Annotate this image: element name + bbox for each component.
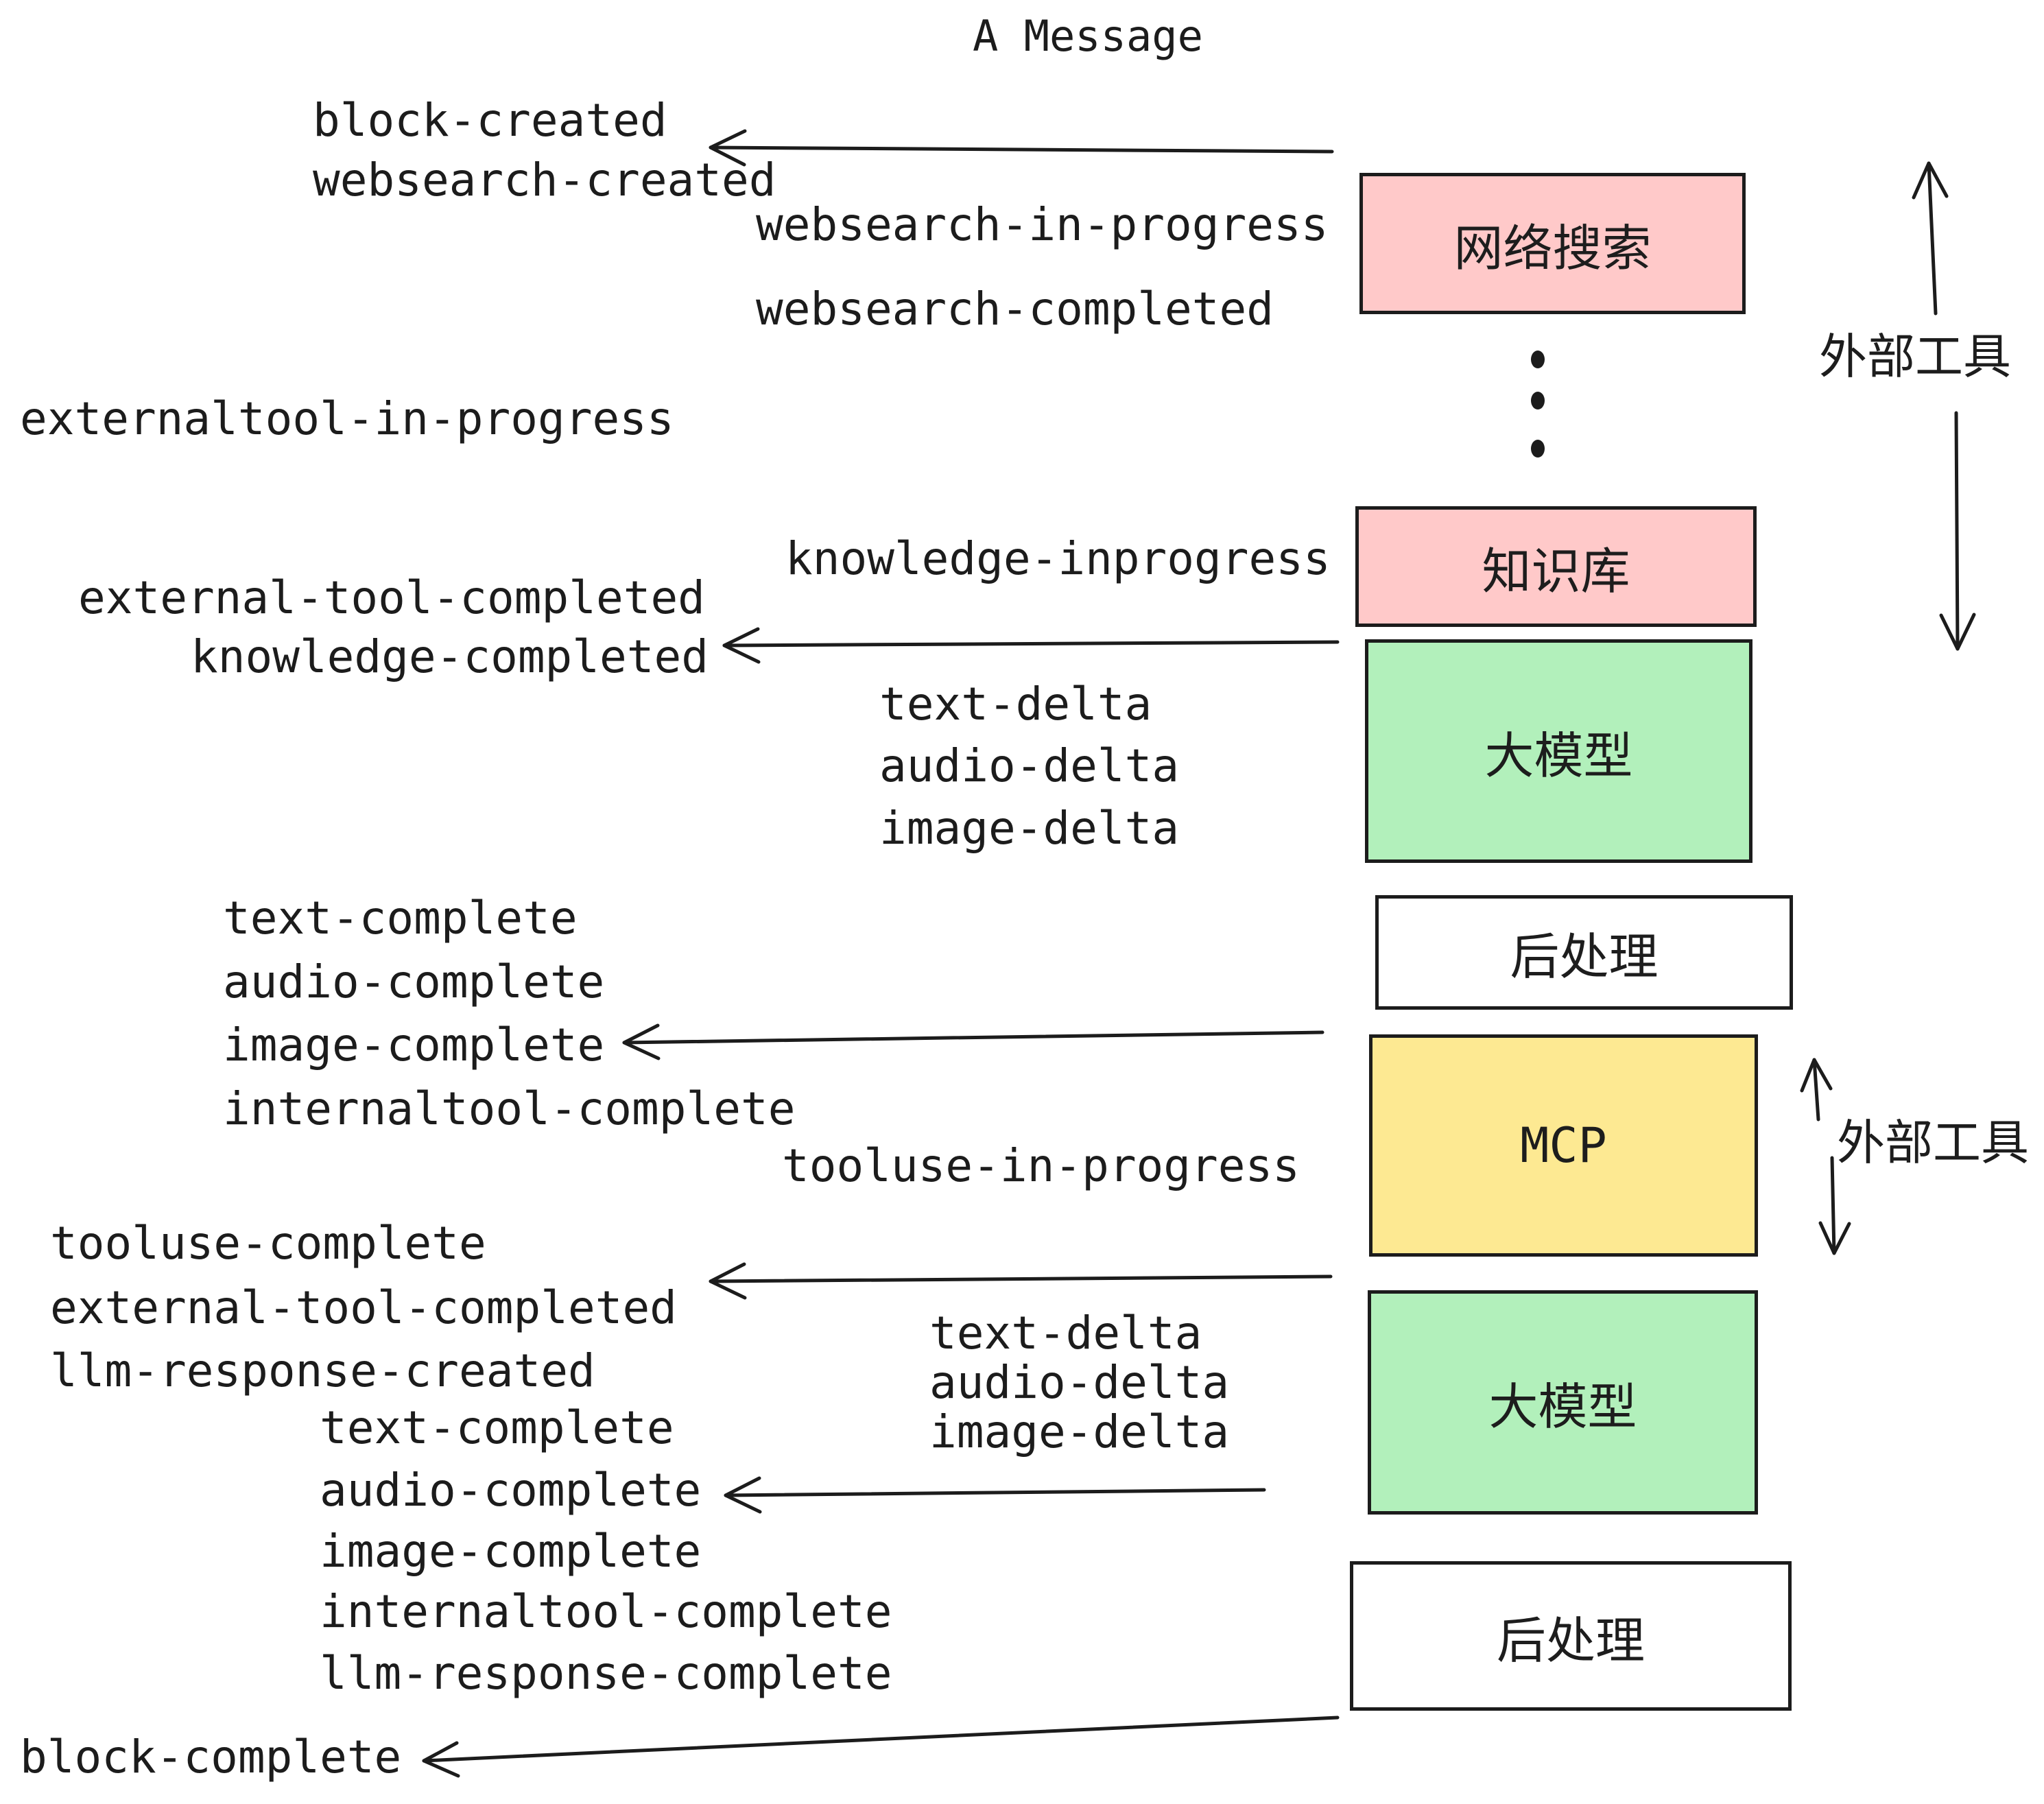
event-text-delta-1: text-delta <box>879 678 1152 731</box>
event-block-created: block-created <box>313 94 667 147</box>
event-text-complete-1: text-complete <box>223 892 578 945</box>
arrow-mcp-to-tooluse-complete <box>709 1262 1333 1300</box>
ellipsis-dots <box>1531 351 1545 458</box>
box-post-processing-2: 后处理 <box>1350 1561 1792 1711</box>
event-audio-complete-1: audio-complete <box>223 956 605 1008</box>
external-tools-label-top: 外部工具 <box>1819 330 2011 383</box>
arrow-post2-to-block-complete <box>422 1716 1340 1778</box>
external-tools-down-arrow-top <box>1939 411 1976 651</box>
event-image-complete-1: image-complete <box>223 1019 605 1071</box>
event-llm-response-created: llm-response-created <box>50 1344 595 1397</box>
box-llm-1-label: 大模型 <box>1484 728 1633 784</box>
box-mcp: MCP <box>1369 1034 1758 1257</box>
arrow-knowledge-to-completed <box>722 627 1340 664</box>
external-tools-label-mcp: 外部工具 <box>1837 1116 2029 1170</box>
box-post-processing-1-label: 后处理 <box>1510 930 1659 985</box>
box-llm-2: 大模型 <box>1368 1290 1758 1515</box>
event-internaltool-complete-2: internaltool-complete <box>320 1585 892 1638</box>
event-image-complete-2: image-complete <box>320 1525 702 1578</box>
event-external-tool-completed: external-tool-completed <box>78 571 705 624</box>
event-llm-response-complete: llm-response-complete <box>320 1647 892 1700</box>
arrow-websearch-to-block-created <box>709 129 1334 167</box>
event-text-complete-2: text-complete <box>320 1401 674 1454</box>
box-mcp-label: MCP <box>1520 1117 1607 1174</box>
external-tools-down-arrow-mcp <box>1818 1156 1851 1255</box>
box-knowledge-base: 知识库 <box>1355 506 1757 627</box>
event-image-delta-2: image-delta <box>929 1405 1230 1458</box>
event-external-tool-completed-2: external-tool-completed <box>50 1281 677 1334</box>
box-knowledge-base-label: 知识库 <box>1482 544 1630 600</box>
arrow-post1-to-complete-group <box>622 1023 1324 1060</box>
box-post-processing-2-label: 后处理 <box>1496 1613 1645 1669</box>
event-text-delta-2: text-delta <box>929 1307 1202 1360</box>
event-tooluse-complete: tooluse-complete <box>50 1217 486 1270</box>
external-tools-up-arrow-mcp <box>1800 1058 1833 1121</box>
box-websearch: 网络搜索 <box>1359 173 1746 314</box>
event-block-complete: block-complete <box>20 1731 402 1783</box>
diagram-title: A Message <box>973 11 1203 61</box>
box-llm-2-label: 大模型 <box>1488 1380 1637 1435</box>
event-image-delta-1: image-delta <box>879 802 1180 855</box>
event-audio-complete-2: audio-complete <box>320 1464 702 1517</box>
event-websearch-created: websearch-created <box>313 154 776 206</box>
box-websearch-label: 网络搜索 <box>1453 221 1652 276</box>
event-knowledge-completed: knowledge-completed <box>191 630 709 683</box>
event-externaltool-in-progress: externaltool-in-progress <box>20 392 674 445</box>
box-llm-1: 大模型 <box>1365 639 1752 863</box>
event-audio-delta-2: audio-delta <box>929 1356 1230 1409</box>
event-websearch-in-progress: websearch-in-progress <box>756 198 1329 251</box>
event-websearch-completed: websearch-completed <box>756 283 1274 335</box>
event-knowledge-inprogress: knowledge-inprogress <box>785 532 1331 585</box>
external-tools-up-arrow-top <box>1912 161 1949 316</box>
event-tooluse-in-progress: tooluse-in-progress <box>782 1139 1300 1192</box>
box-post-processing-1: 后处理 <box>1375 895 1793 1010</box>
arrow-llm2-to-complete-group <box>724 1476 1266 1514</box>
event-internaltool-complete-1: internaltool-complete <box>223 1082 796 1135</box>
event-audio-delta-1: audio-delta <box>879 739 1180 792</box>
